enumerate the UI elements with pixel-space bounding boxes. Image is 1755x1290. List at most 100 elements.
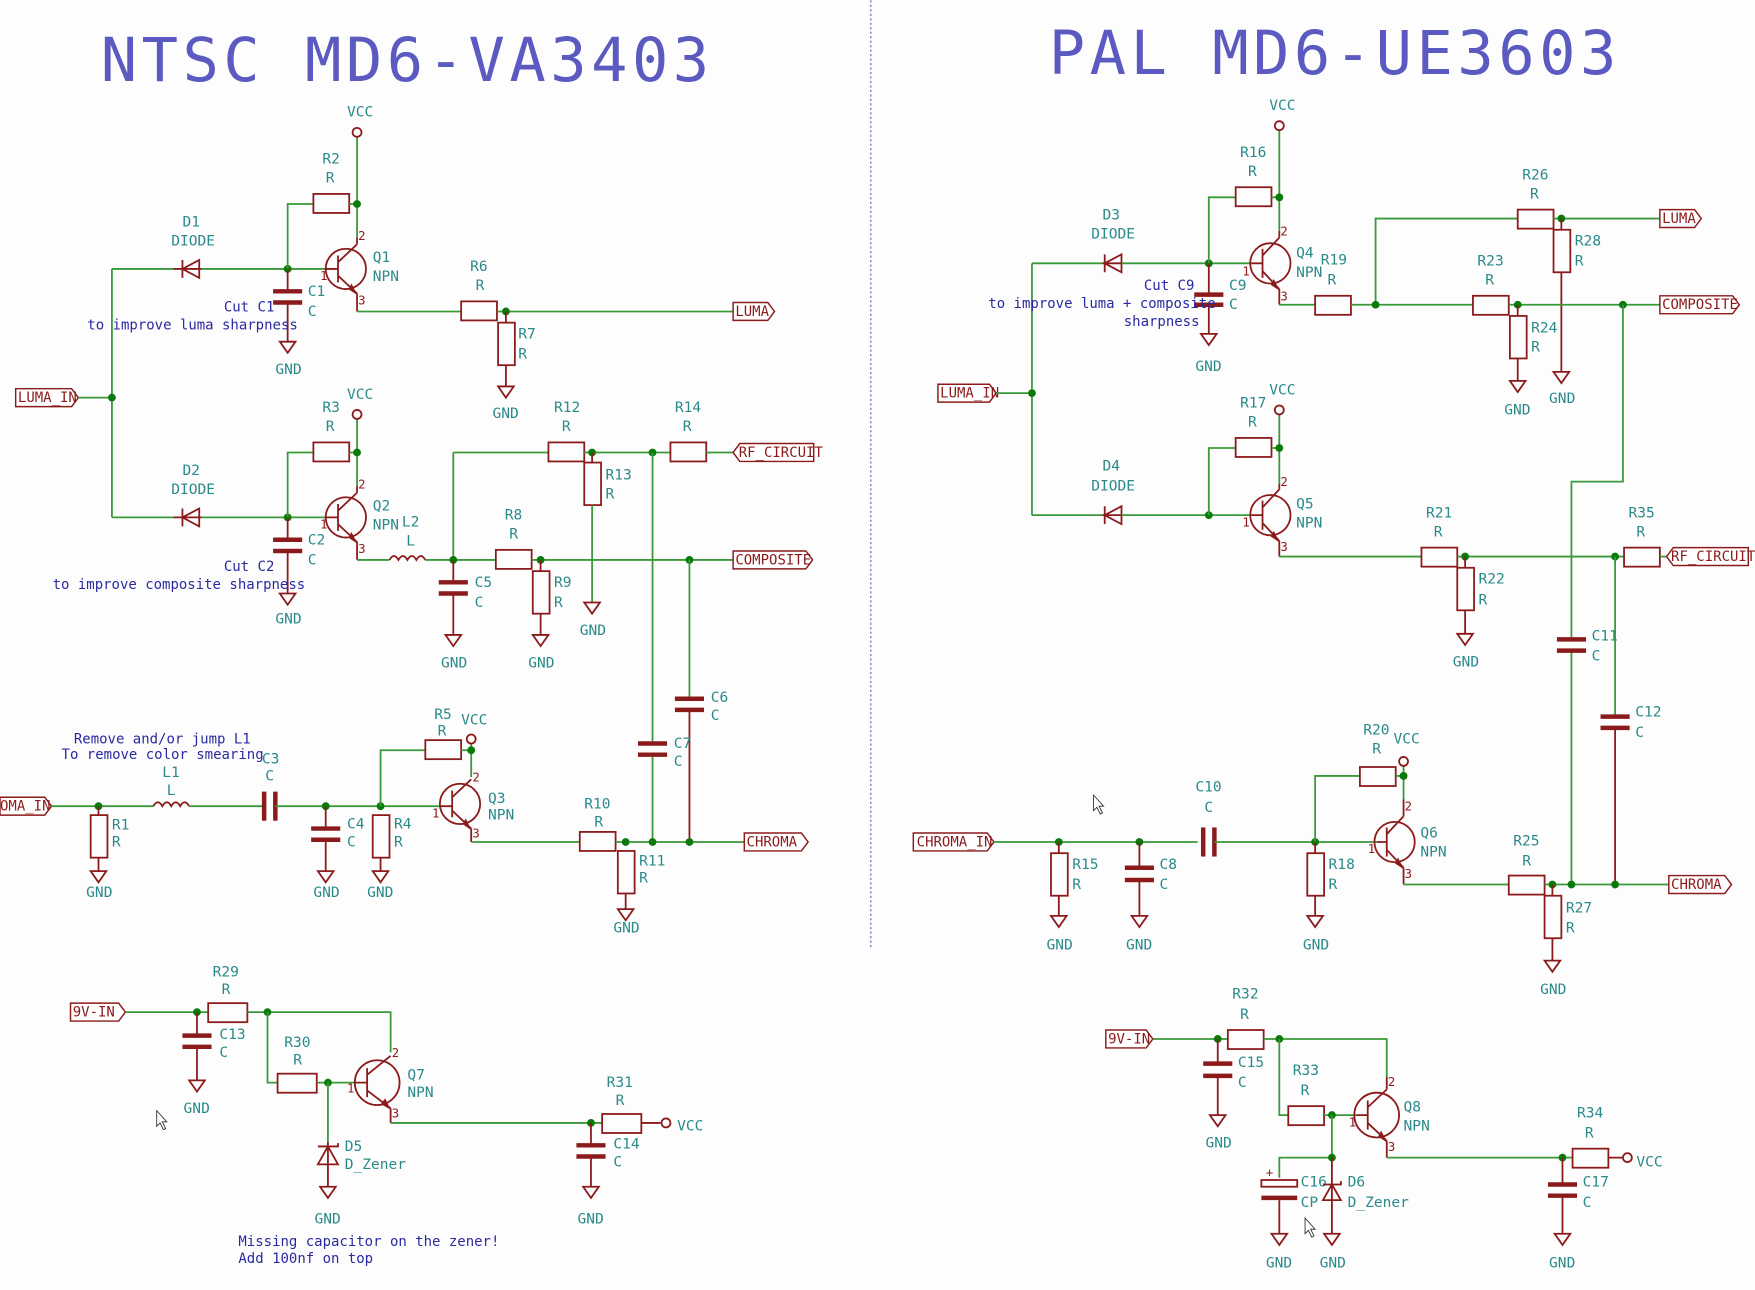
vcc-label: VCC <box>347 104 373 121</box>
svg-text:R: R <box>1485 272 1494 289</box>
label-chroma-in-pal[interactable]: CHROMA_IN <box>912 832 995 852</box>
resistor-r21 <box>1420 546 1459 568</box>
transistor-q7: 1 2 3 Q7 NPN <box>347 1046 434 1123</box>
label-chroma-pal[interactable]: CHROMA <box>1668 874 1733 895</box>
gnd-symbol-icon <box>1508 379 1527 393</box>
svg-text:R: R <box>1522 852 1531 869</box>
resistor-r27 <box>1543 894 1563 940</box>
gnd-symbol-icon <box>1306 914 1324 928</box>
resistor-r1 <box>89 814 109 859</box>
svg-text:GND: GND <box>1303 936 1329 953</box>
svg-text:R: R <box>112 833 121 850</box>
diode-d2: D2 DIODE <box>171 462 215 528</box>
ntsc-title: NTSC MD6-VA3403 <box>101 26 714 96</box>
svg-text:D_Zener: D_Zener <box>1348 1194 1410 1211</box>
svg-text:R: R <box>509 526 518 543</box>
svg-text:R12: R12 <box>554 399 580 416</box>
svg-text:COMPOSITE: COMPOSITE <box>735 552 811 568</box>
svg-text:GND: GND <box>86 884 112 901</box>
label-composite-ntsc[interactable]: COMPOSITE <box>732 550 814 570</box>
resistor-r22 <box>1456 566 1475 612</box>
svg-text:Q1: Q1 <box>373 249 391 266</box>
svg-text:C7: C7 <box>674 735 692 752</box>
svg-text:1: 1 <box>1368 842 1375 856</box>
svg-text:C: C <box>613 1154 622 1171</box>
svg-text:R: R <box>1575 253 1584 270</box>
svg-text:GND: GND <box>441 654 467 671</box>
label-luma-in-pal[interactable]: LUMA_IN <box>937 383 999 403</box>
resistor-r7 <box>497 321 516 367</box>
svg-text:NPN: NPN <box>1420 844 1446 861</box>
gnd-symbol-icon <box>1323 1232 1341 1246</box>
label-composite-pal[interactable]: COMPOSITE <box>1659 295 1741 315</box>
gnd-symbol-icon <box>497 385 515 399</box>
svg-text:GND: GND <box>1504 401 1530 418</box>
label-chroma-in-ntsc[interactable]: OMA_IN <box>0 796 53 816</box>
svg-text:DIODE: DIODE <box>1091 478 1135 495</box>
label-9v-in-ntsc[interactable]: 9V-IN <box>69 1002 127 1022</box>
svg-text:L: L <box>167 782 176 799</box>
svg-text:C: C <box>1160 876 1169 893</box>
svg-text:R26: R26 <box>1522 166 1548 183</box>
svg-text:R13: R13 <box>606 466 632 483</box>
svg-text:R2: R2 <box>322 151 340 168</box>
svg-text:R4: R4 <box>394 816 412 833</box>
label-luma-in-ntsc[interactable]: LUMA_IN <box>14 387 80 408</box>
resistor-r4 <box>371 814 391 859</box>
mouse-cursor-icon <box>1304 1216 1317 1238</box>
svg-text:2: 2 <box>392 1046 399 1060</box>
svg-text:GND: GND <box>1266 1254 1292 1271</box>
svg-text:R: R <box>293 1052 302 1069</box>
svg-text:1: 1 <box>1349 1115 1356 1129</box>
svg-text:C: C <box>347 833 356 850</box>
svg-text:C: C <box>1583 1194 1592 1211</box>
gnd-symbol-icon <box>319 1185 337 1199</box>
svg-text:GND: GND <box>367 884 393 901</box>
svg-text:C15: C15 <box>1238 1054 1264 1071</box>
label-luma-pal[interactable]: LUMA <box>1659 208 1703 229</box>
svg-text:R: R <box>1248 163 1257 180</box>
gnd-symbol-icon <box>583 601 601 615</box>
mouse-cursor-icon <box>1093 793 1105 815</box>
svg-text:R11: R11 <box>639 852 665 869</box>
svg-text:R15: R15 <box>1072 856 1098 873</box>
svg-text:To remove color smearing: To remove color smearing <box>62 747 264 763</box>
svg-text:R7: R7 <box>518 325 536 342</box>
zener-d5 <box>316 1141 340 1187</box>
note-l1: Remove and/or jump L1 <box>74 731 251 747</box>
gnd-symbol-icon <box>444 634 463 648</box>
svg-text:VCC: VCC <box>677 1118 703 1135</box>
svg-text:2: 2 <box>1388 1075 1395 1089</box>
svg-text:VCC: VCC <box>1393 730 1419 747</box>
svg-text:R: R <box>1327 272 1336 289</box>
resistor-r17 <box>1234 437 1273 458</box>
label-rf-circuit-pal[interactable]: RF_CIRCUIT <box>1665 546 1755 567</box>
svg-text:Q7: Q7 <box>407 1066 425 1083</box>
label-rf-circuit-ntsc[interactable]: RF_CIRCUIT <box>732 442 824 463</box>
gnd-symbol-icon <box>1200 332 1218 346</box>
svg-text:R35: R35 <box>1629 504 1655 521</box>
resistor-r20 <box>1359 766 1397 787</box>
svg-text:VCC: VCC <box>1269 381 1295 398</box>
svg-text:R34: R34 <box>1577 1104 1604 1121</box>
svg-text:R16: R16 <box>1240 144 1266 161</box>
svg-text:+: + <box>1266 1166 1273 1180</box>
svg-text:GND: GND <box>184 1100 210 1117</box>
svg-text:R27: R27 <box>1566 900 1592 917</box>
svg-text:3: 3 <box>358 294 365 308</box>
svg-text:Q3: Q3 <box>488 790 506 807</box>
svg-text:C5: C5 <box>475 574 493 591</box>
svg-text:Q4: Q4 <box>1296 245 1314 262</box>
transistor-q3: 1 2 3 Q3 NPN <box>432 771 514 842</box>
label-chroma-ntsc[interactable]: CHROMA <box>743 832 810 852</box>
diode-d4: D4 DIODE <box>1091 457 1135 526</box>
svg-text:RF_CIRCUIT: RF_CIRCUIT <box>739 445 824 461</box>
svg-text:R30: R30 <box>284 1034 310 1051</box>
svg-text:C16: C16 <box>1301 1174 1327 1191</box>
svg-text:C14: C14 <box>613 1136 640 1153</box>
svg-text:R: R <box>1585 1124 1594 1141</box>
label-luma-ntsc[interactable]: LUMA <box>732 301 776 322</box>
svg-text:D_Zener: D_Zener <box>345 1156 407 1173</box>
svg-text:R: R <box>1248 414 1257 431</box>
label-9v-in-pal[interactable]: 9V-IN <box>1105 1029 1154 1049</box>
